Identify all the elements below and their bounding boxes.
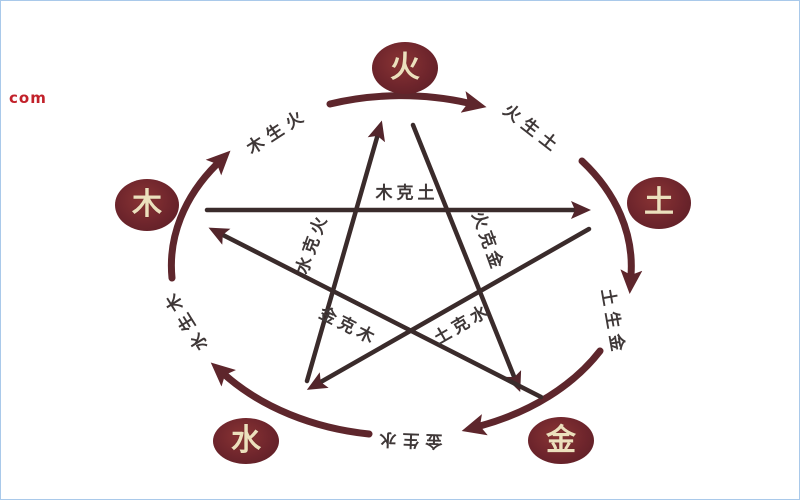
arc-past-wood xyxy=(167,150,231,282)
element-badge-wood: 木 xyxy=(115,179,179,231)
element-char-water: 水 xyxy=(231,423,261,458)
element-badge-water: 水 xyxy=(213,418,279,464)
element-badge-earth: 土 xyxy=(627,177,691,229)
element-char-wood: 木 xyxy=(132,187,162,222)
generating-label-metal-water: 金生水 xyxy=(373,428,443,451)
element-char-fire: 火 xyxy=(390,50,420,85)
overcoming-label-wood-earth: 木克土 xyxy=(375,183,439,204)
line-earth-overcomes-water xyxy=(306,226,592,390)
arc-past-fire xyxy=(326,91,487,113)
element-badge-fire: 火 xyxy=(372,42,438,94)
line-fire-overcomes-metal xyxy=(410,122,522,392)
element-char-earth: 土 xyxy=(644,185,674,220)
arc-past-earth xyxy=(578,157,643,294)
line-water-overcomes-fire xyxy=(304,120,385,384)
arc-past-water xyxy=(210,362,373,438)
watermark-text: com xyxy=(9,89,47,107)
arc-past-metal xyxy=(461,347,604,436)
element-char-metal: 金 xyxy=(546,422,576,458)
line-metal-overcomes-wood xyxy=(208,227,544,400)
element-badge-metal: 金 xyxy=(528,417,594,464)
